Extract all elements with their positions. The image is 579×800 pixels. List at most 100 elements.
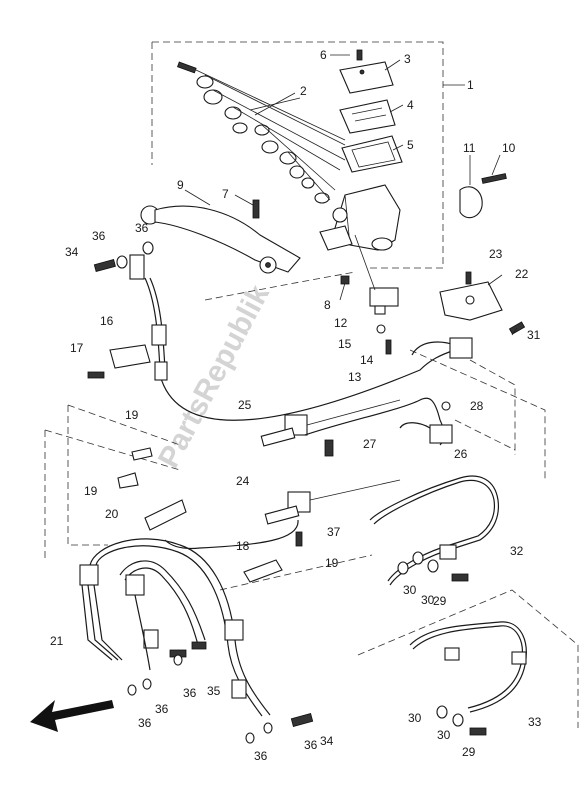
part-36-washers-lower	[127, 654, 273, 744]
callout-28: 28	[470, 399, 484, 413]
callout-22: 22	[515, 267, 529, 281]
callout-26: 26	[454, 447, 468, 461]
callout-12: 12	[334, 316, 348, 330]
callout-19a: 19	[125, 408, 139, 422]
callout-36b: 36	[135, 221, 149, 235]
callout-23: 23	[489, 247, 503, 261]
part-33-brake-pipe	[409, 621, 527, 713]
assembly-box-lower-left	[44, 404, 181, 560]
callout-18: 18	[236, 539, 250, 553]
lever-bracket	[319, 225, 353, 251]
callout-2: 2	[300, 84, 307, 98]
callout-17: 17	[70, 341, 84, 355]
callout-13: 13	[348, 370, 362, 384]
callout-36g: 36	[254, 749, 268, 763]
leader-lines-piston	[195, 69, 346, 201]
callout-11: 11	[463, 141, 476, 155]
callout-36f: 36	[304, 738, 318, 752]
union-bolt-upper	[449, 337, 473, 359]
part-18-bracket	[243, 559, 283, 583]
part-20-bracket	[144, 499, 187, 531]
callout-25: 25	[238, 398, 252, 412]
callout-32: 32	[510, 544, 524, 558]
part-34-bolt-lower	[290, 713, 314, 727]
part-23-bolt	[465, 271, 472, 285]
part-35-bolts	[169, 641, 207, 658]
callout-30b: 30	[421, 593, 435, 607]
callout-34a: 34	[65, 245, 79, 259]
callout-30a: 30	[403, 583, 417, 597]
part-19-clip-b	[117, 472, 139, 489]
callout-37: 37	[327, 525, 341, 539]
part-27-clip	[324, 439, 334, 457]
part-25-joint	[260, 399, 401, 447]
assembly-box-lever	[204, 271, 356, 301]
part-17-bolt	[87, 371, 105, 379]
callout-6: 6	[320, 48, 327, 62]
callout-19b: 19	[84, 484, 98, 498]
callout-33: 33	[528, 715, 542, 729]
part-6-screw	[356, 49, 363, 61]
part-5-diaphragm	[341, 135, 403, 173]
part-37-bolt	[295, 531, 303, 547]
part-19-clip-a	[131, 447, 153, 461]
callouts: 1 2 3 4 5 6 7 8 9 10 11 12 13 14 15 16 1…	[50, 48, 542, 763]
callout-29a: 29	[433, 594, 447, 608]
part-16-clamp	[109, 344, 151, 369]
callout-31: 31	[527, 328, 541, 342]
part-34-bolt	[93, 259, 116, 272]
callout-34b: 34	[320, 734, 334, 748]
part-26-union	[399, 422, 453, 444]
part-10-bolt	[481, 173, 507, 184]
assembly-box-right	[219, 349, 579, 728]
watermark: PartsRepublik	[152, 279, 276, 473]
callout-29b: 29	[462, 745, 476, 759]
master-cylinder-body	[332, 184, 401, 251]
callout-30c: 30	[408, 711, 422, 725]
callout-36d: 36	[155, 702, 169, 716]
part-12-switch	[354, 234, 399, 315]
part-3-reservoir-cap	[339, 61, 394, 94]
callout-8: 8	[324, 298, 331, 312]
part-9-brake-lever	[140, 205, 301, 274]
callout-leaders	[184, 54, 518, 336]
callout-20: 20	[105, 507, 119, 521]
callout-19c: 19	[325, 556, 339, 570]
callout-10: 10	[502, 141, 516, 155]
callout-3: 3	[404, 52, 411, 66]
callout-21: 21	[50, 634, 64, 648]
callout-16: 16	[100, 314, 114, 328]
part-28-washer	[441, 401, 451, 411]
callout-27: 27	[363, 437, 377, 451]
callout-1: 1	[467, 78, 474, 92]
callout-36e: 36	[138, 716, 152, 730]
part-11-clamp	[459, 186, 483, 219]
washers-36	[116, 241, 154, 269]
callout-36a: 36	[92, 229, 106, 243]
part-8-nut	[340, 275, 350, 285]
part-32-brake-pipe	[369, 475, 500, 586]
part-4-diaphragm-plate	[339, 99, 396, 134]
callout-4: 4	[407, 98, 414, 112]
callout-36c: 36	[183, 686, 197, 700]
callout-15: 15	[338, 337, 352, 351]
callout-14: 14	[360, 353, 374, 367]
part-21-hose-bundle	[79, 538, 271, 717]
part-15-bolt	[376, 324, 386, 334]
assembly-box-master-cylinder	[151, 41, 444, 269]
part-13-bolt	[385, 339, 392, 355]
part-7-bolt	[252, 199, 260, 219]
callout-24: 24	[236, 474, 250, 488]
hose-fitting-left	[129, 254, 168, 381]
part-24-joint	[264, 479, 401, 525]
part-22-bracket	[439, 281, 503, 321]
callout-7: 7	[222, 187, 229, 201]
parts-29-30-fittings	[397, 551, 487, 736]
front-direction-arrow-icon	[30, 700, 114, 732]
callout-30d: 30	[437, 728, 451, 742]
callout-9: 9	[177, 178, 184, 192]
callout-35: 35	[207, 684, 221, 698]
callout-5: 5	[407, 138, 414, 152]
